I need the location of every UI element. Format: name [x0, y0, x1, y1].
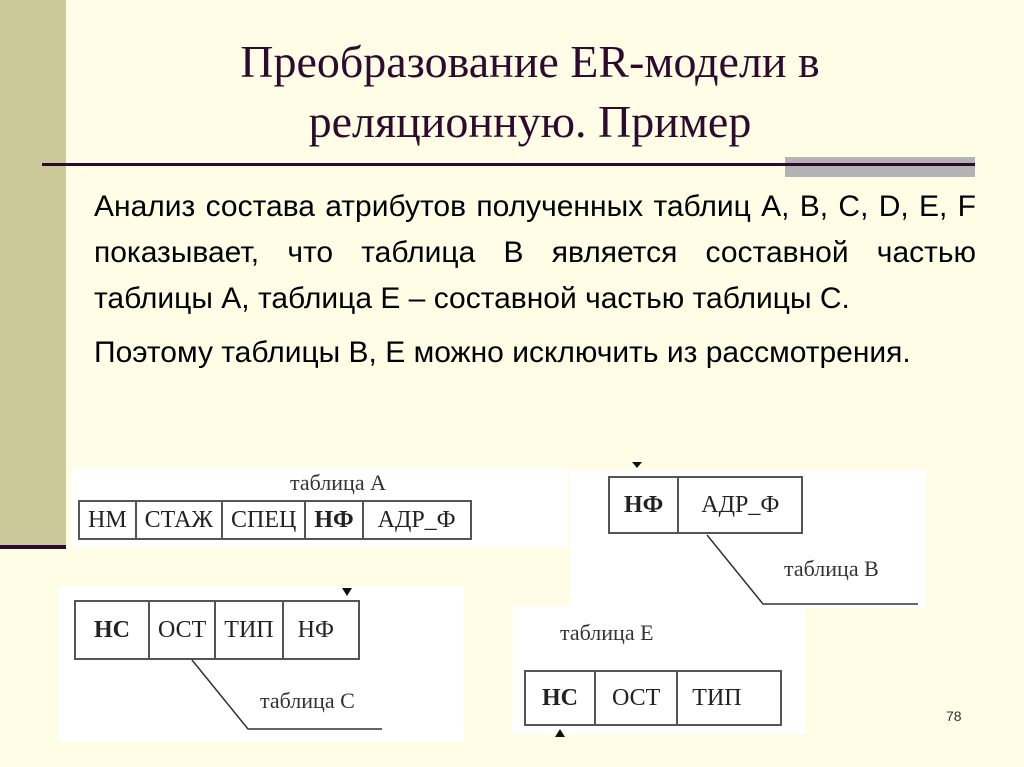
title-rule-accent — [785, 157, 975, 177]
arrow-down-icon — [342, 588, 352, 596]
attr-nm: НМ — [78, 500, 137, 540]
table-row: НС ОСТ ТИП — [524, 670, 782, 726]
left-accent-rule — [0, 545, 66, 549]
attr-stazh: СТАЖ — [134, 500, 223, 540]
paragraph-analysis: Анализ состава атрибутов полученных табл… — [94, 190, 976, 315]
table-a: НМ СТАЖ СПЕЦ НФ АДР_Ф — [78, 500, 472, 540]
caption-table-c: таблица С — [260, 688, 355, 713]
attr-tip: ТИП — [214, 600, 284, 660]
figure-table-a: таблица А НМ СТАЖ СПЕЦ НФ АДР_Ф — [72, 468, 568, 548]
page-number: 78 — [946, 708, 962, 724]
slide-title: Преобразование ER-модели в реляционную. … — [90, 32, 970, 152]
attr-adr-f: АДР_Ф — [677, 476, 804, 534]
figure-table-e: таблица Е НС ОСТ ТИП — [512, 606, 806, 734]
attr-tip: ТИП — [676, 670, 782, 726]
table-row: НС ОСТ ТИП НФ — [74, 600, 360, 660]
table-b: НФ АДР_Ф — [607, 476, 804, 534]
attr-nf-key: НФ — [607, 476, 680, 534]
attr-ns-key: НС — [74, 600, 150, 660]
table-e: НС ОСТ ТИП — [524, 670, 782, 726]
title-line-2: реляционную. Пример — [308, 96, 752, 147]
attr-nf: НФ — [281, 600, 360, 660]
arrow-up-icon — [555, 729, 565, 737]
figure-table-b: НФ АДР_Ф таблица B — [570, 470, 926, 608]
title-line-1: Преобразование ER-модели в — [240, 36, 820, 87]
attr-ost: ОСТ — [593, 670, 679, 726]
left-accent-bar — [0, 0, 66, 548]
table-row: НМ СТАЖ СПЕЦ НФ АДР_Ф — [78, 500, 472, 540]
attr-spec: СПЕЦ — [220, 500, 307, 540]
caption-table-e: таблица Е — [560, 620, 654, 645]
attr-nf-key: НФ — [304, 500, 364, 540]
caption-table-a: таблица А — [290, 470, 386, 495]
attr-ns-key: НС — [524, 670, 596, 726]
arrow-down-icon — [632, 462, 642, 468]
paragraph-conclusion: Поэтому таблицы B, E можно исключить из … — [94, 336, 911, 369]
table-c: НС ОСТ ТИП НФ — [74, 600, 360, 660]
attr-ost: ОСТ — [147, 600, 217, 660]
attr-adr-f: АДР_Ф — [361, 500, 472, 540]
title-rule — [42, 163, 975, 166]
caption-table-b: таблица B — [784, 556, 879, 581]
slide-body: Анализ состава атрибутов полученных табл… — [94, 184, 976, 384]
figure-table-c: НС ОСТ ТИП НФ таблица С — [58, 586, 464, 742]
table-row: НФ АДР_Ф — [607, 476, 804, 534]
